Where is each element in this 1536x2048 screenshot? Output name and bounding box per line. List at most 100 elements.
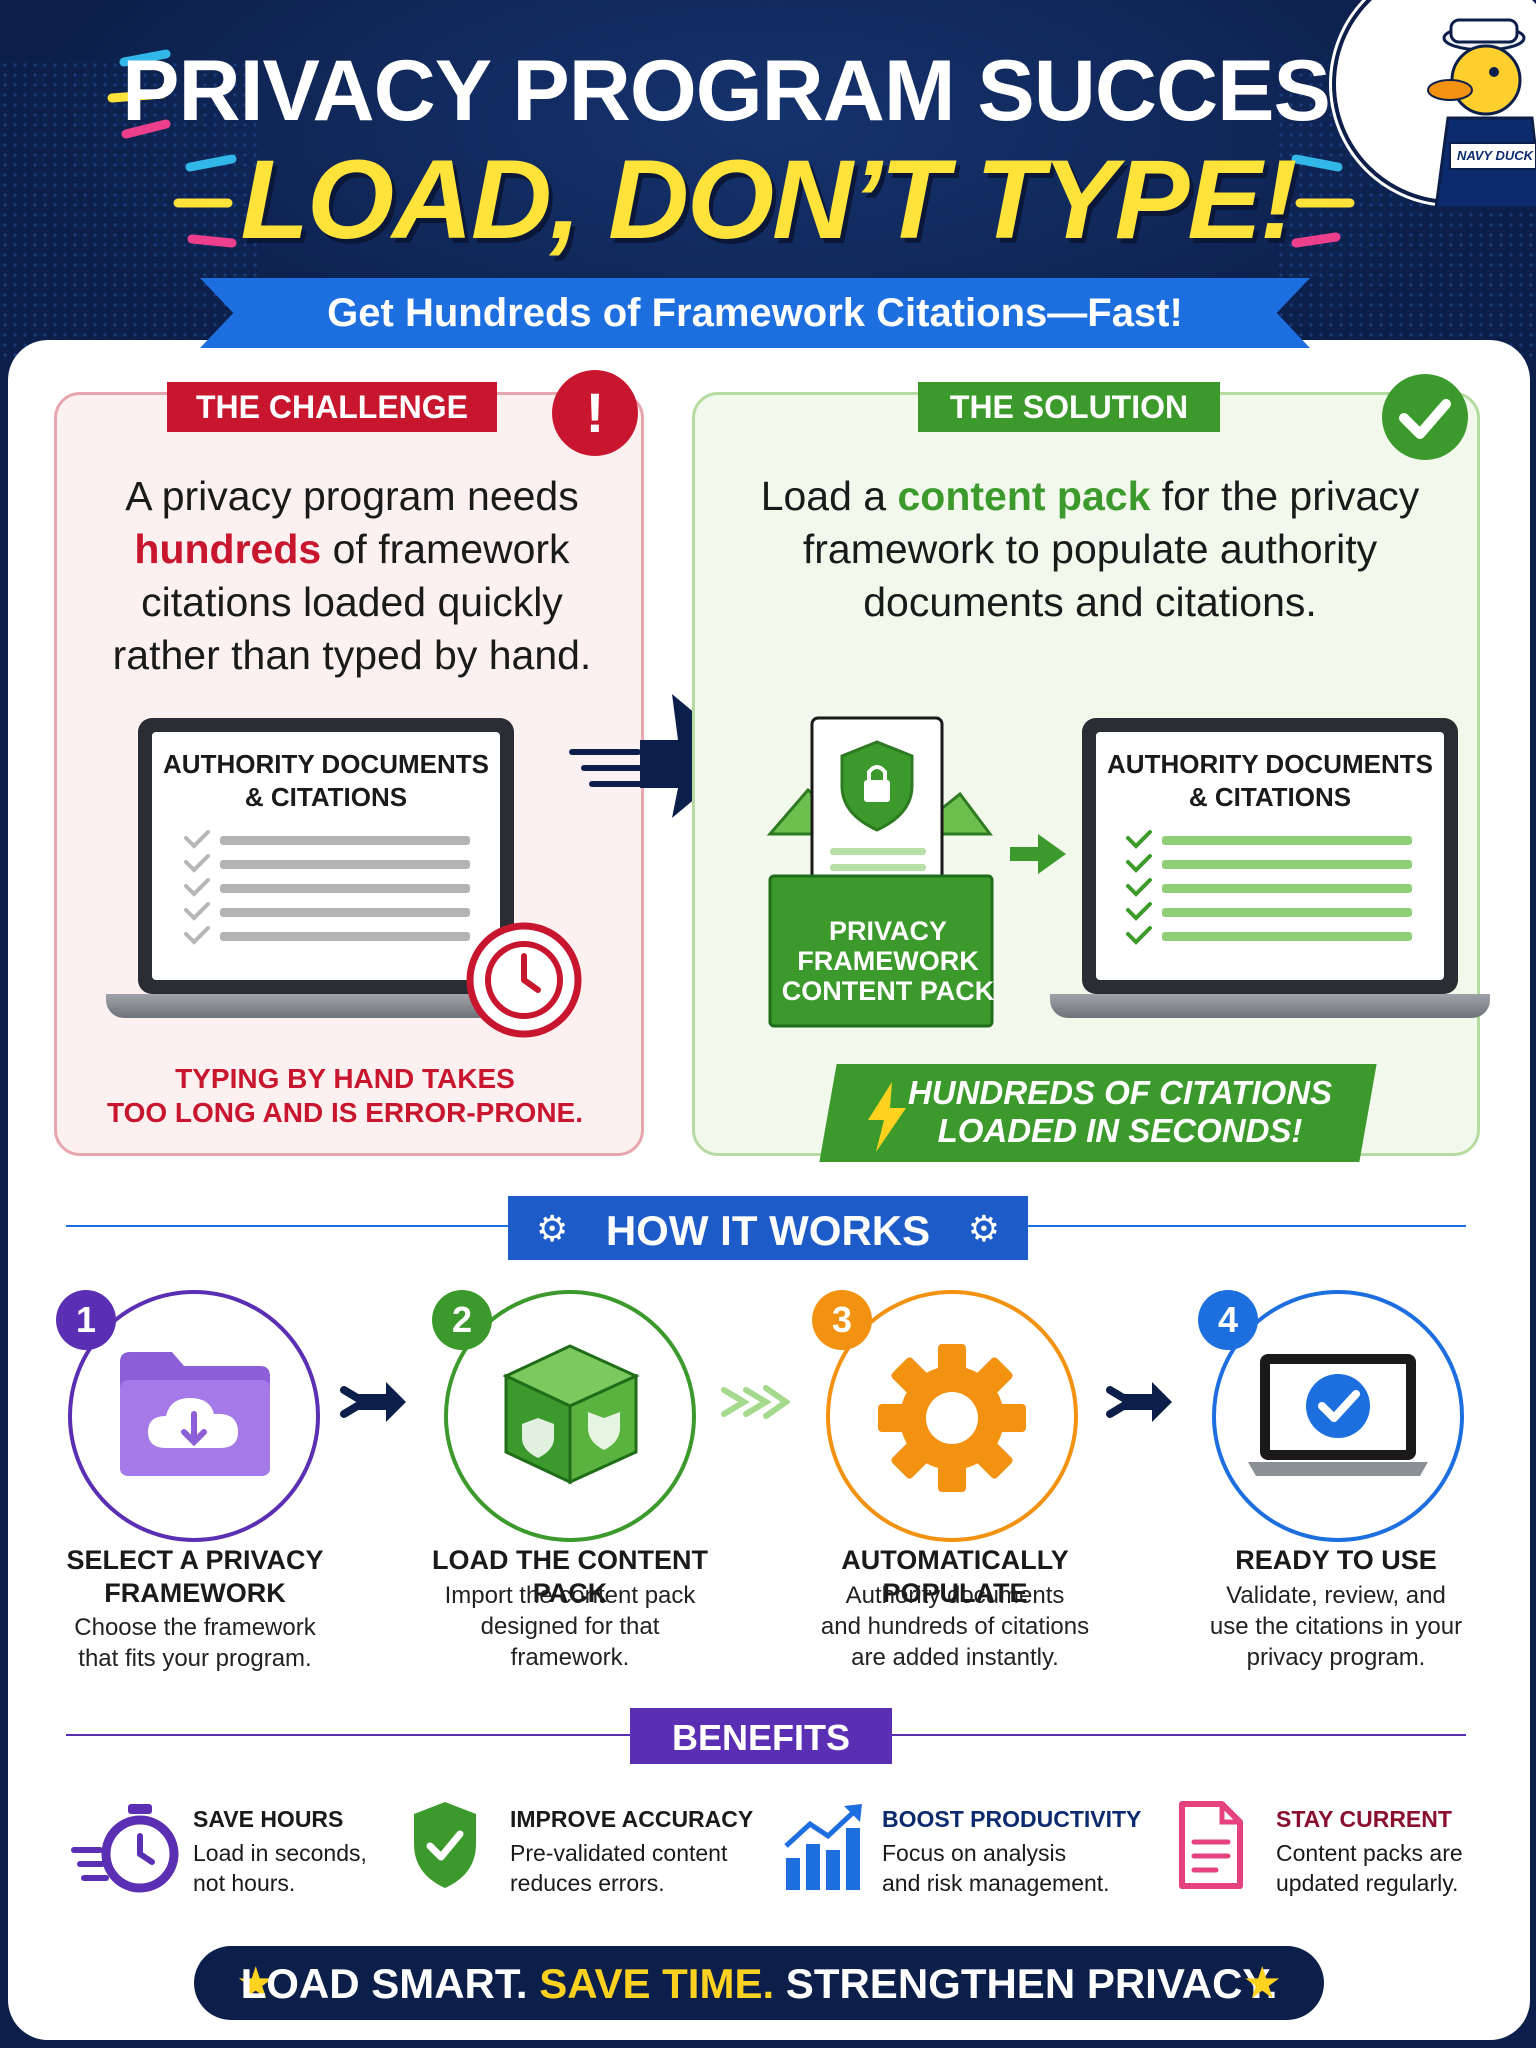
footer-part2: SAVE TIME.: [539, 1960, 775, 2007]
step-3-desc-line2: and hundreds of citations: [820, 1613, 1090, 1640]
step-arrow-2-icon: [721, 1385, 790, 1419]
solution-screen-title-1: AUTHORITY DOCUMENTS: [1107, 749, 1433, 779]
step-1-desc-line2: that fits your program.: [78, 1645, 312, 1672]
solution-screen-title-2: & CITATIONS: [1188, 782, 1352, 812]
challenge-tag: THE CHALLENGE: [167, 382, 497, 432]
mascot-badge: NAVY DUCK: [1332, 0, 1536, 210]
fast-banner-text: HUNDREDS OF CITATIONS LOADED IN SECONDS!: [880, 1074, 1360, 1150]
benefit-4-desc-line1: Content packs are: [1276, 1840, 1463, 1866]
step-2-desc: Import the content pack designed for tha…: [400, 1580, 740, 1673]
gear-icon: ⚙: [536, 1208, 569, 1249]
stopwatch-icon: [71, 1804, 179, 1893]
challenge-text-highlight: hundreds: [134, 526, 322, 572]
step-2-desc-line3: framework.: [510, 1644, 630, 1671]
burst-lines-right: [1291, 154, 1355, 248]
step-4-title: READY TO USE: [1235, 1545, 1437, 1575]
challenge-checklist: [184, 830, 470, 945]
solution-text-highlight: content pack: [897, 473, 1151, 519]
burst-lines-left-top: [107, 49, 171, 139]
challenge-text: A privacy program needs hundreds of fram…: [92, 470, 612, 682]
solution-text-part1: Load a: [760, 473, 898, 519]
step-4-desc-line3: privacy program.: [1246, 1644, 1426, 1671]
content-pack-label: PRIVACY FRAMEWORK CONTENT PACK: [772, 916, 1004, 1006]
step-1-desc: Choose the framework that fits your prog…: [40, 1612, 350, 1674]
step-1-number: 1: [56, 1290, 116, 1350]
benefits-tag: BENEFITS: [630, 1708, 892, 1764]
star-icon: ★: [1242, 1959, 1282, 2008]
challenge-text-part1: A privacy program needs: [125, 473, 579, 519]
step-4-desc-line2: use the citations in your: [1209, 1613, 1463, 1640]
benefit-4-title: STAY CURRENT: [1276, 1806, 1452, 1832]
benefit-2-title: IMPROVE ACCURACY: [510, 1806, 754, 1832]
challenge-text-part2: of framework citations loaded quickly ra…: [112, 526, 592, 678]
small-green-arrow-icon: [1010, 834, 1066, 874]
solution-text: Load a content pack for the privacy fram…: [760, 470, 1420, 629]
pack-label-line3: CONTENT PACK: [781, 976, 995, 1006]
challenge-screen-title-1: AUTHORITY DOCUMENTS: [163, 749, 489, 779]
star-icon: ★: [236, 1959, 276, 2008]
benefit-2-desc-line1: Pre-validated content: [510, 1840, 728, 1866]
benefit-3-desc-line1: Focus on analysis: [882, 1840, 1067, 1866]
laptop-check-icon: [1248, 1354, 1428, 1476]
subtitle-text: Get Hundreds of Framework Citations—Fast…: [327, 291, 1183, 335]
benefit-1-desc-line2: not hours.: [193, 1870, 296, 1896]
benefit-2-desc-line2: reduces errors.: [510, 1870, 665, 1896]
benefit-1-title: SAVE HOURS: [193, 1806, 344, 1832]
bar-chart-icon: [784, 1804, 862, 1890]
content-pack-box-illustration: [766, 716, 994, 1028]
solution-tag: THE SOLUTION: [918, 382, 1220, 432]
step-1-title-line2: FRAMEWORK: [104, 1578, 286, 1608]
clock-icon: [466, 922, 582, 1038]
gear-icon: [878, 1344, 1026, 1492]
step-4-desc-line1: Validate, review, and: [1226, 1582, 1446, 1609]
document-icon: [1179, 1801, 1243, 1889]
step-4-number: 4: [1198, 1290, 1258, 1350]
step-1-title: SELECT A PRIVACY FRAMEWORK: [40, 1544, 350, 1610]
step-arrow-1-icon: [340, 1382, 406, 1422]
footer-slogan: LOAD SMART. SAVE TIME. STRENGTHEN PRIVAC…: [194, 1960, 1324, 2008]
benefit-3-desc-line2: and risk management.: [882, 1870, 1110, 1896]
challenge-screen-title-2: & CITATIONS: [244, 782, 408, 812]
benefit-1-desc: Load in seconds, not hours.: [193, 1838, 367, 1898]
mascot-badge-text: NAVY DUCK: [1456, 148, 1534, 163]
how-it-works-title: HOW IT WORKS: [605, 1207, 931, 1254]
step-4-desc: Validate, review, and use the citations …: [1176, 1580, 1496, 1673]
footer-banner: ★ LOAD SMART. SAVE TIME. STRENGTHEN PRIV…: [194, 1946, 1324, 2020]
gear-icon: ⚙: [967, 1208, 1000, 1249]
content-pack-box-icon: [502, 1344, 640, 1485]
step-3-desc: Authority documents and hundreds of cita…: [770, 1580, 1140, 1673]
challenge-warning-line2: TOO LONG AND IS ERROR-PRONE.: [106, 1097, 584, 1128]
benefit-2-desc: Pre-validated content reduces errors.: [510, 1838, 727, 1898]
burst-lines-left-bottom: [173, 154, 237, 248]
challenge-warning: TYPING BY HAND TAKES TOO LONG AND IS ERR…: [80, 1062, 610, 1130]
checkmark-icon: [1382, 374, 1468, 460]
pack-label-line1: PRIVACY: [828, 916, 948, 946]
step-arrow-3-icon: [1106, 1382, 1172, 1422]
subtitle-ribbon: Get Hundreds of Framework Citations—Fast…: [200, 278, 1310, 348]
solution-checklist: [1126, 830, 1412, 945]
step-3-number: 3: [812, 1290, 872, 1350]
step-2-desc-line2: designed for that: [480, 1613, 660, 1640]
exclamation-icon: !: [552, 370, 638, 456]
benefits-title: BENEFITS: [671, 1717, 850, 1758]
benefit-3-title: BOOST PRODUCTIVITY: [882, 1806, 1142, 1832]
benefit-4-desc: Content packs are updated regularly.: [1276, 1838, 1463, 1898]
halftone-dots-left: [0, 60, 260, 360]
how-it-works-tag: ⚙ HOW IT WORKS ⚙: [508, 1196, 1028, 1260]
page-title-line1: PRIVACY PROGRAM SUCCESS:: [122, 43, 1415, 139]
step-2-desc-line1: Import the content pack: [444, 1582, 696, 1609]
solution-laptop-base: [1050, 994, 1490, 1018]
step-1-title-line1: SELECT A PRIVACY: [66, 1545, 324, 1575]
benefit-1-desc-line1: Load in seconds,: [193, 1840, 367, 1866]
banner-line1: HUNDREDS OF CITATIONS: [907, 1074, 1333, 1111]
step-3-desc-line3: are added instantly.: [851, 1644, 1059, 1671]
footer-part1: LOAD SMART.: [240, 1960, 540, 2007]
benefit-3-desc: Focus on analysis and risk management.: [882, 1838, 1110, 1898]
banner-line2: LOADED IN SECONDS!: [937, 1112, 1303, 1149]
step-2-number: 2: [432, 1290, 492, 1350]
benefit-4-desc-line2: updated regularly.: [1276, 1870, 1459, 1896]
pack-label-line2: FRAMEWORK: [797, 946, 979, 976]
solution-text-part2: for the privacy framework to populate au…: [802, 473, 1420, 625]
step-2-title: LOAD THE CONTENT PACK: [432, 1545, 708, 1608]
lightning-icon: [868, 1082, 906, 1152]
